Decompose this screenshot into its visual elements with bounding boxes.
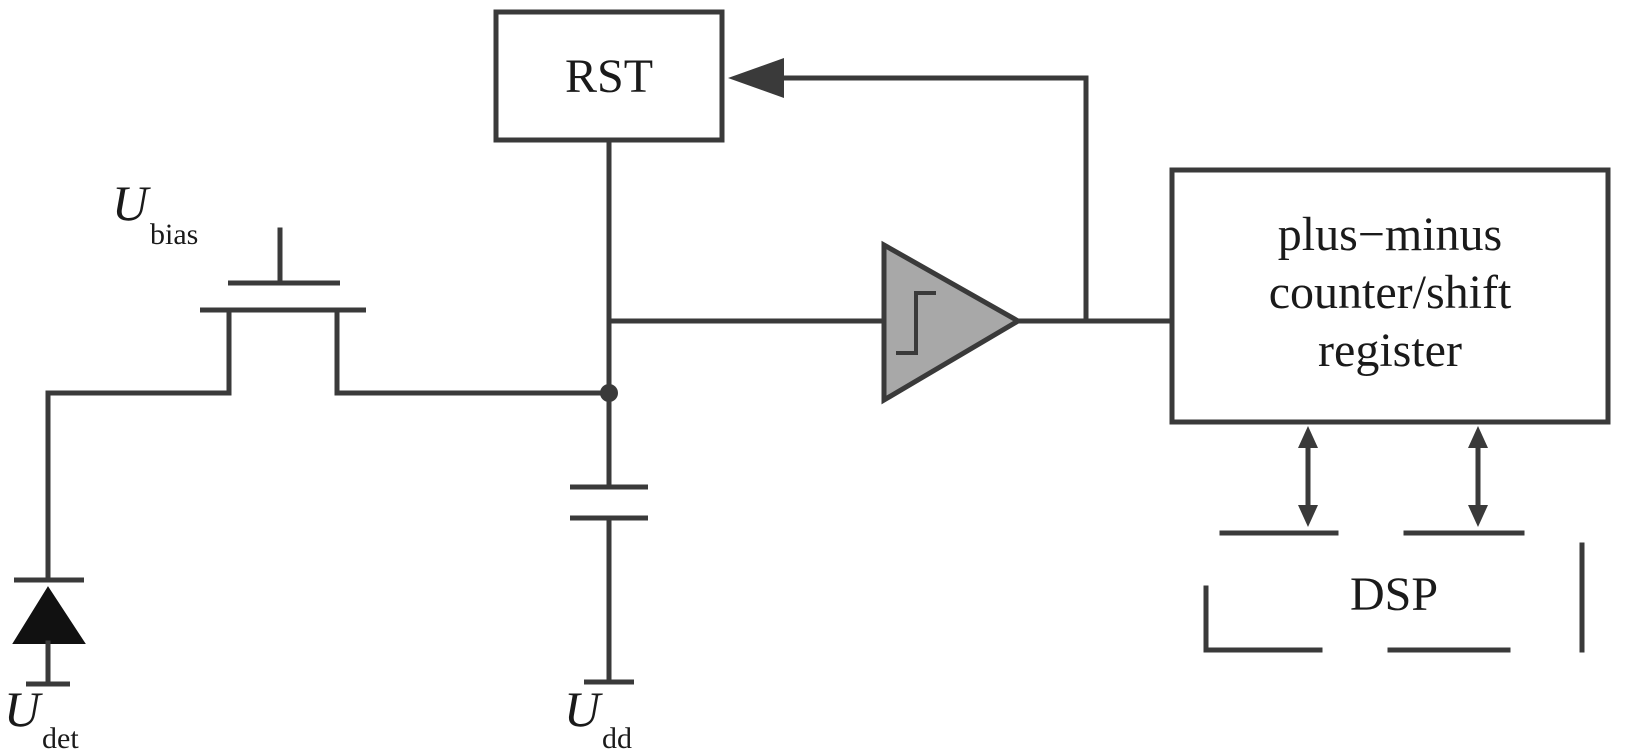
comparator: [881, 240, 1023, 405]
feedback-arrowhead: [728, 58, 784, 98]
schmitt-trigger-icon: [896, 291, 936, 355]
counter-shift-register-block: plus−minus counter/shift register: [1169, 167, 1611, 425]
photodiode: [12, 577, 86, 687]
label-u-dd: U dd: [564, 681, 632, 754]
svg-text:U: U: [112, 175, 151, 231]
counter-label-line3: register: [1318, 324, 1462, 377]
counter-label-line1: plus−minus: [1278, 208, 1502, 261]
bus-arrow-right: [1468, 426, 1488, 527]
label-u-bias: U bias: [112, 175, 198, 251]
svg-text:U: U: [564, 681, 603, 737]
diode-branch-wire: [45, 390, 232, 581]
capacitor: [570, 390, 648, 685]
rst-label: RST: [565, 50, 653, 103]
dsp-label: DSP: [1350, 568, 1438, 621]
svg-text:det: det: [42, 722, 79, 754]
rst-block: RST: [493, 9, 725, 143]
svg-text:dd: dd: [602, 722, 632, 754]
svg-text:bias: bias: [150, 218, 198, 251]
feedback-wire: [728, 58, 1089, 324]
counter-label-line2: counter/shift: [1269, 266, 1512, 319]
bus-arrow-left: [1298, 426, 1318, 527]
bias-transistor: [200, 227, 366, 396]
label-u-det: U det: [4, 681, 79, 754]
svg-text:U: U: [4, 681, 43, 737]
dsp-block: DSP: [1203, 530, 1585, 653]
